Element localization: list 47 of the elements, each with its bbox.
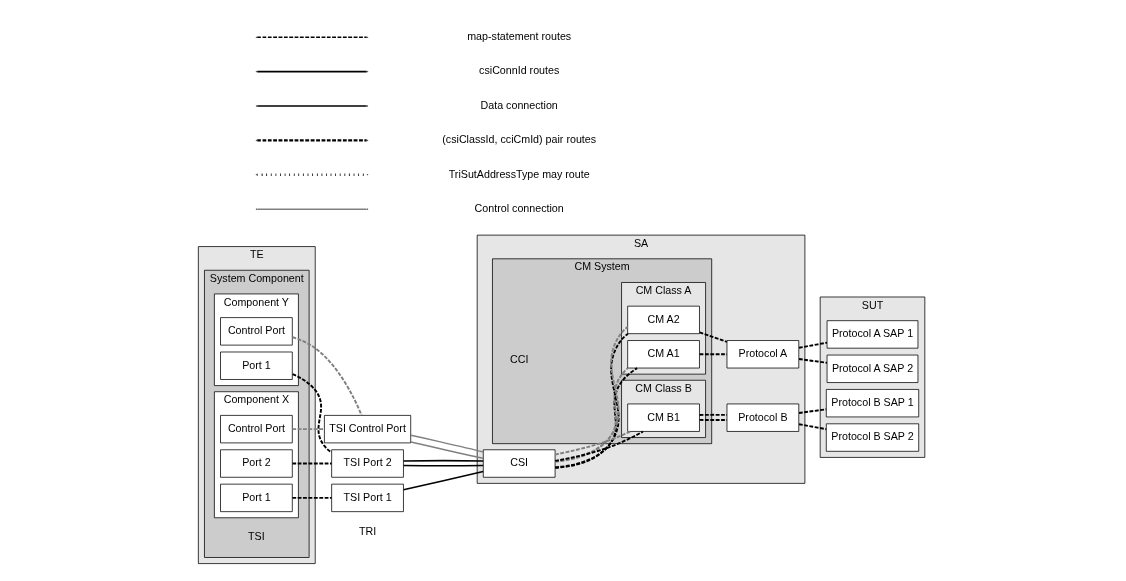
connector [698,413,728,416]
connector [698,353,728,356]
legend-label: (csiClassId, cciCmId) pair routes [441,133,596,146]
legend-label: TriSutAddressType may route [448,167,590,180]
connector [698,418,728,421]
node-box: Port 2 [219,449,293,478]
node-box: Control Port [219,415,293,444]
label: CCI [509,353,528,366]
node-box: TSI Port 1 [330,483,404,513]
connector [291,373,333,454]
node-box: Protocol A SAP 1 [826,320,918,349]
legend-label: csiConnId routes [478,64,559,77]
node-box: Protocol B SAP 2 [825,423,919,452]
connector [698,331,728,343]
connector [291,496,333,499]
legend-label: map-statement routes [466,30,571,43]
node-box: Port 1 [219,483,293,513]
connector [402,459,484,462]
label: TSI [247,530,265,543]
node-box: TSI Port 2 [330,449,404,478]
node-box: Port 1 [219,351,293,380]
connector [291,428,325,431]
connector [402,470,484,491]
legend-label: Control connection [474,201,564,214]
label: TRI [358,525,376,538]
connector [409,434,484,453]
connector [553,367,638,469]
node-box: Protocol B [726,403,799,432]
node-box: CSI [482,449,555,478]
connector [553,430,631,456]
connector [797,423,827,431]
connector [797,358,828,364]
node-box: TSI Control Port [323,415,411,444]
legend-label: Data connection [480,98,558,111]
connector [553,430,644,462]
connector [797,408,827,414]
connector [291,462,333,465]
connector [797,341,828,349]
node-box: CM A1 [626,340,700,369]
node-box: CM B1 [626,403,700,432]
node-box: Protocol A [726,340,799,369]
node-box: CM A2 [626,305,700,335]
node-box: Protocol B SAP 1 [825,389,919,418]
connector [402,464,484,467]
node-box: Control Port [219,317,293,346]
node-box: Protocol A SAP 2 [826,354,918,383]
connector [409,441,484,460]
